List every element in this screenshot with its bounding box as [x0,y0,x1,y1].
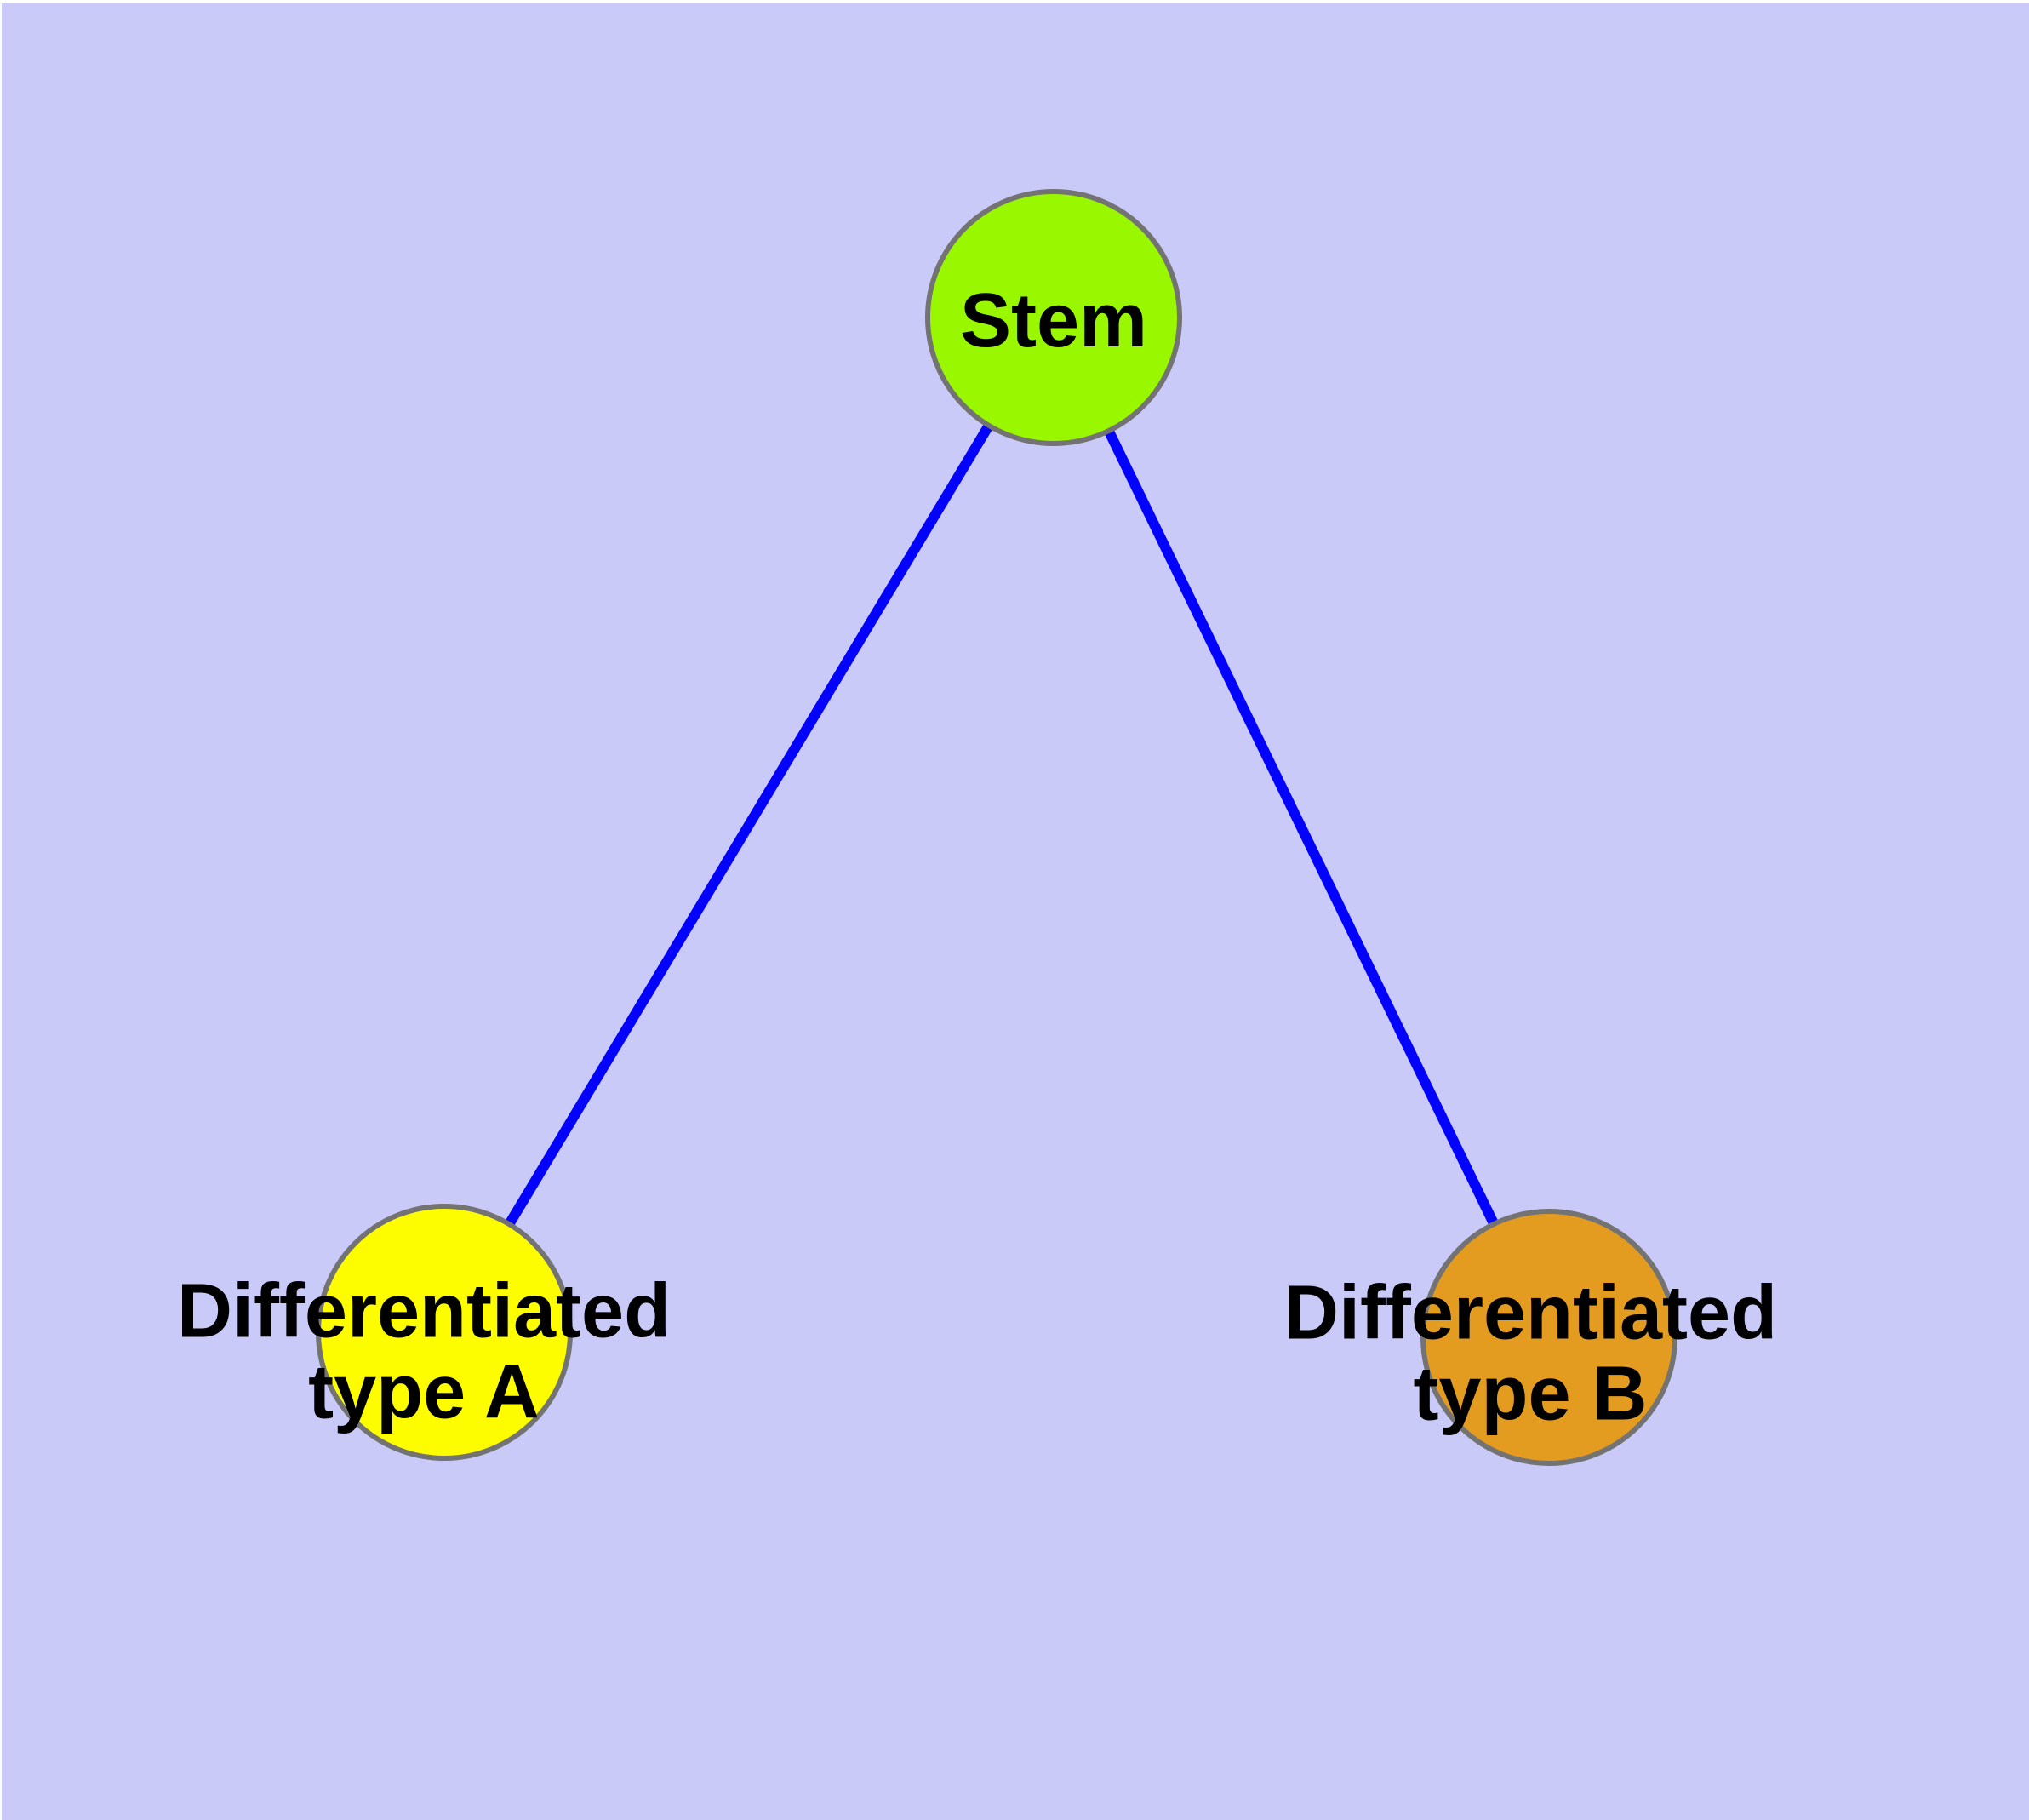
node-stem [925,189,1182,446]
edge-stem-to-type-a [439,314,1059,1336]
label-line: type A [308,1349,540,1434]
node-label-differentiated-type-b: Differentiated type B [1283,1273,1777,1434]
node-label-differentiated-type-a: Differentiated type A [176,1268,672,1434]
node-differentiated-type-a [316,1204,573,1461]
edge-stem-to-type-b [1049,315,1554,1340]
node-differentiated-type-b [1420,1209,1677,1466]
node-label-stem: Stem [960,281,1147,362]
label-line: Differentiated [176,1268,672,1354]
label-line: Differentiated [1283,1270,1778,1356]
label-line: type B [1413,1351,1648,1436]
label-line: Stem [959,278,1148,363]
